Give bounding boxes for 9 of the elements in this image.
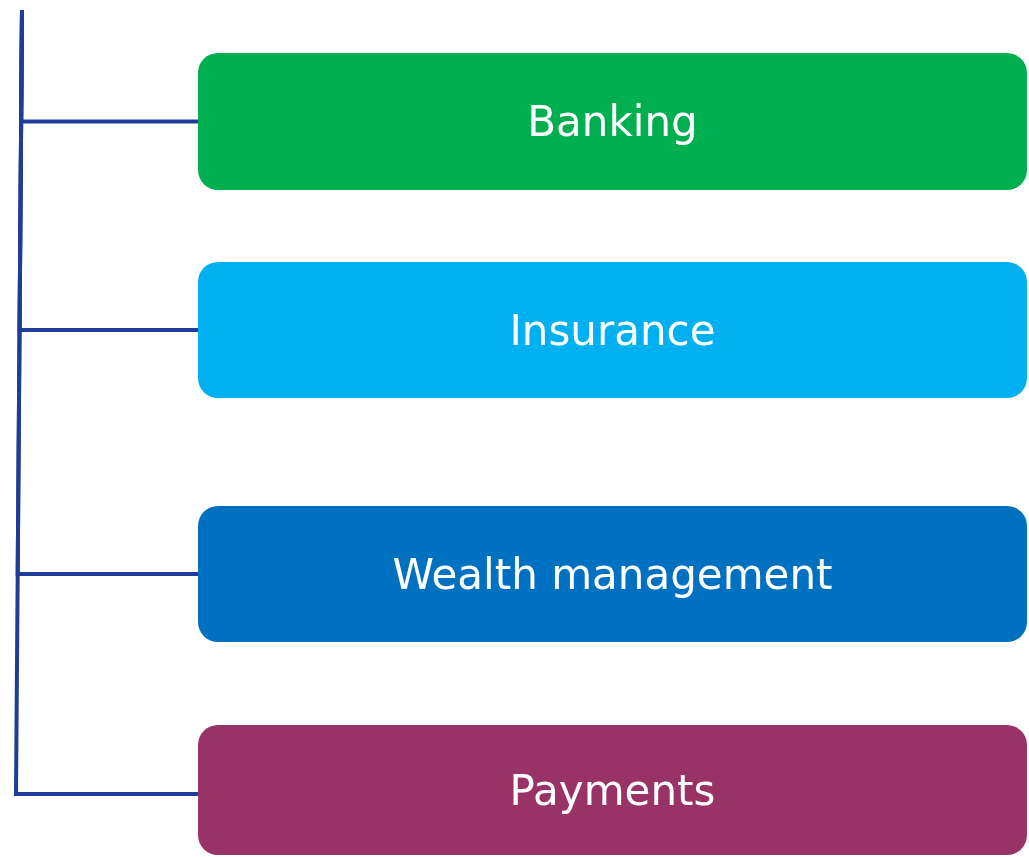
category-label: Insurance [509, 305, 716, 355]
category-box [198, 53, 1027, 190]
category-box [198, 506, 1027, 642]
category-label: Wealth management [392, 549, 833, 599]
category-box [198, 262, 1027, 398]
connector-line [14, 10, 198, 796]
category-box [198, 725, 1027, 855]
category-label: Payments [509, 765, 716, 815]
category-label: Banking [527, 97, 698, 146]
